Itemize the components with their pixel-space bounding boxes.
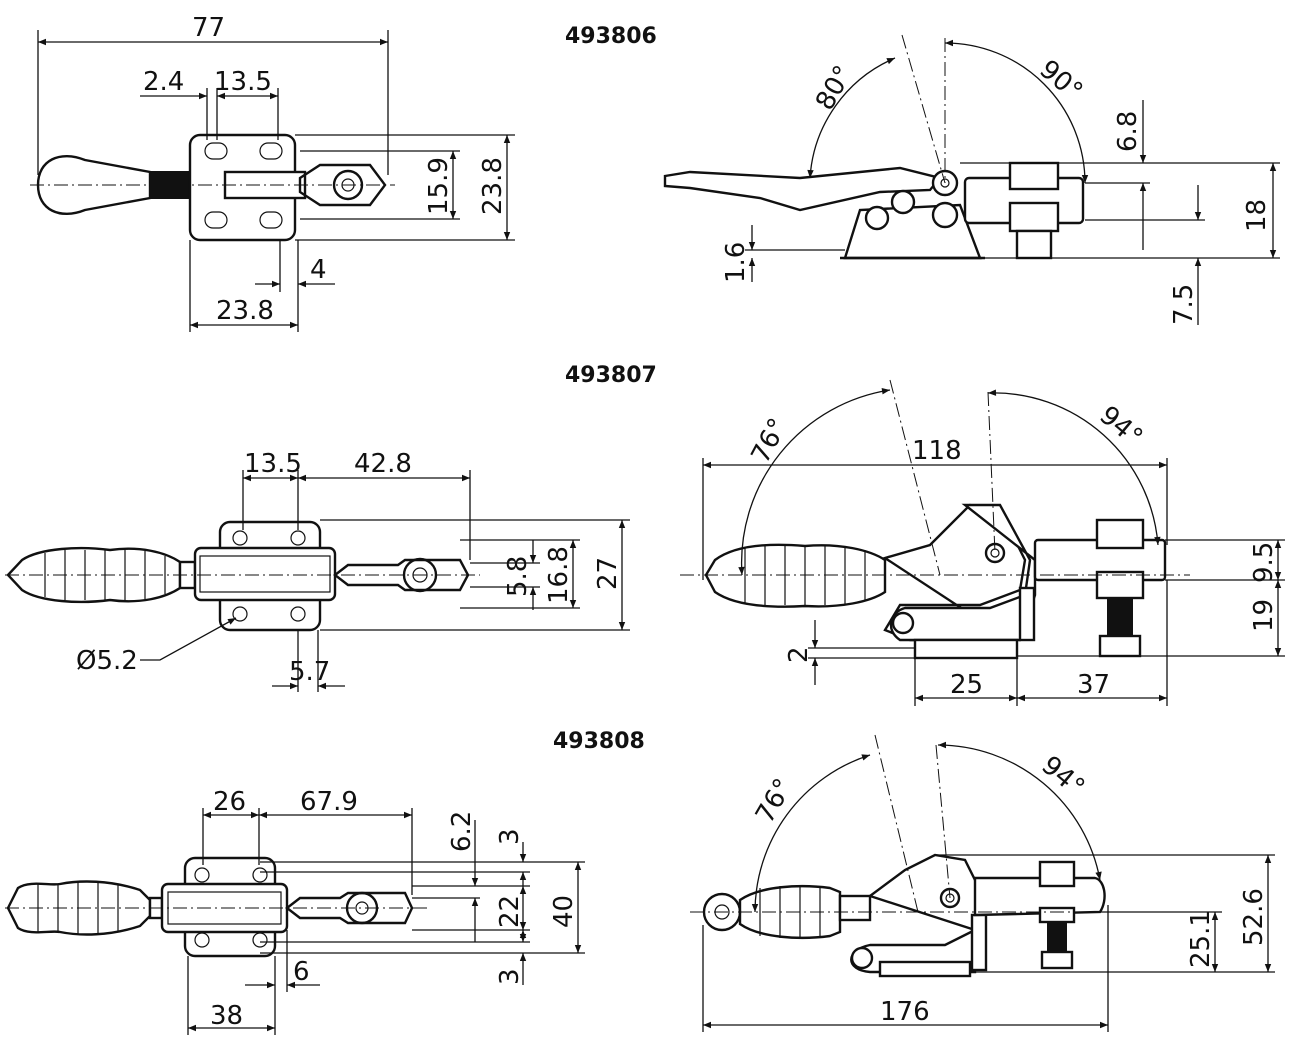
dim-label: 67.9 bbox=[300, 787, 358, 817]
dim-label: 26 bbox=[213, 787, 246, 817]
dim-label: Ø5.2 bbox=[76, 646, 138, 676]
dim-label: 23.8 bbox=[216, 296, 274, 326]
dim-label: 77 bbox=[192, 13, 225, 43]
dim-label: 25.1 bbox=[1186, 910, 1216, 968]
dim-label: 94° bbox=[1036, 750, 1091, 803]
dim-label: 13.5 bbox=[214, 67, 272, 97]
dim-label: 42.8 bbox=[354, 449, 412, 479]
dim-label: 6.2 bbox=[447, 811, 477, 852]
dim-label: 13.5 bbox=[244, 449, 302, 479]
dim-label: 3 bbox=[495, 968, 525, 985]
part-number-493807: 493807 bbox=[565, 363, 657, 388]
part-number-493806: 493806 bbox=[565, 24, 657, 49]
dim-label: 4 bbox=[310, 255, 327, 285]
dim-label: 6.8 bbox=[1113, 111, 1143, 152]
dim-label: 118 bbox=[912, 436, 962, 466]
dim-label: 2.4 bbox=[143, 67, 184, 97]
dim-label: 40 bbox=[549, 895, 579, 928]
dim-label: 22 bbox=[495, 895, 525, 928]
dim-label: 176 bbox=[880, 997, 930, 1027]
dim-label: 90° bbox=[1034, 54, 1089, 107]
dim-label: 19 bbox=[1249, 599, 1279, 632]
dim-label: 27 bbox=[593, 557, 623, 590]
dim-label: 2 bbox=[784, 646, 814, 663]
dim-label: 15.9 bbox=[424, 157, 454, 215]
dim-label: 52.6 bbox=[1239, 888, 1269, 946]
dim-label: 5.7 bbox=[289, 657, 330, 687]
plan-dims-493806: 77 2.4 13.5 15.9 23.8 4 23.8 bbox=[37, 13, 515, 332]
dim-label: 3 bbox=[495, 828, 525, 845]
dim-label: 5.8 bbox=[503, 556, 533, 597]
dim-label: 80° bbox=[810, 61, 859, 116]
dim-label: 7.5 bbox=[1169, 284, 1199, 325]
plan-view-493808 bbox=[5, 856, 430, 958]
dim-label: 1.6 bbox=[721, 242, 751, 283]
dim-label: 16.8 bbox=[544, 546, 574, 604]
plan-view-493807 bbox=[5, 520, 480, 632]
side-dims-493807: 76° 118 94° 9.5 19 2 25 37 bbox=[702, 388, 1285, 706]
dim-label: 9.5 bbox=[1249, 542, 1279, 583]
dim-label: 94° bbox=[1094, 400, 1149, 453]
plan-view-493806 bbox=[30, 133, 395, 242]
part-number-493808: 493808 bbox=[553, 729, 645, 754]
dim-label: 25 bbox=[950, 670, 983, 700]
dim-label: 76° bbox=[750, 774, 799, 829]
dim-label: 37 bbox=[1077, 670, 1110, 700]
plan-dims-493807: 13.5 42.8 5.8 16.8 27 Ø5.2 5.7 bbox=[76, 449, 630, 692]
dim-label: 18 bbox=[1242, 199, 1272, 232]
dim-label: 23.8 bbox=[478, 157, 508, 215]
dim-label: 6 bbox=[293, 957, 310, 987]
plan-dims-493808: 26 67.9 6.2 3 22 40 3 6 38 bbox=[187, 787, 585, 1035]
dim-label: 76° bbox=[746, 414, 794, 469]
dim-label: 38 bbox=[210, 1001, 243, 1031]
